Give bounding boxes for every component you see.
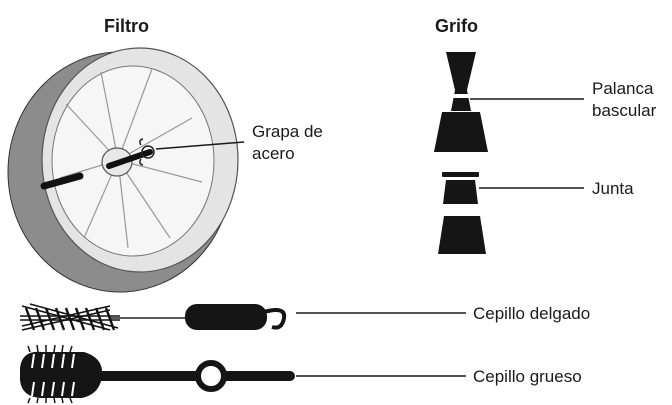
filter-disc-icon — [7, 47, 239, 293]
steel-clip-leader — [155, 141, 245, 150]
rocker-lever-label-2: bascular — [592, 101, 657, 120]
tap-title: Grifo — [435, 16, 478, 36]
thick-brush-icon — [20, 344, 295, 404]
steel-clip-label-1: Grapa de — [252, 122, 323, 141]
gasket-part — [442, 172, 479, 204]
tap-assembly-icon — [434, 52, 488, 254]
thin-brush-label: Cepillo delgado — [473, 304, 590, 323]
filter-title: Filtro — [104, 16, 149, 36]
thin-brush-icon — [20, 303, 287, 331]
thick-brush-label: Cepillo grueso — [473, 367, 582, 386]
gasket-label: Junta — [592, 179, 634, 198]
rocker-lever-label-1: Palanca — [592, 79, 654, 98]
steel-clip-label-2: acero — [252, 144, 295, 163]
steel-clip — [139, 138, 155, 166]
